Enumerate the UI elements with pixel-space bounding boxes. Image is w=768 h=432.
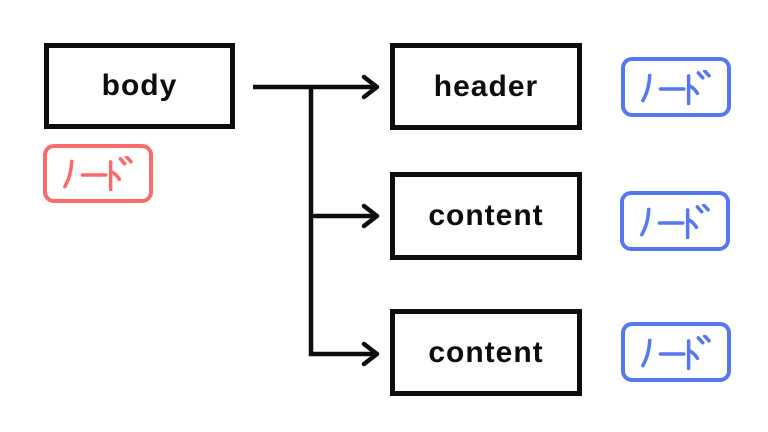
arrowhead-header-icon — [361, 74, 380, 100]
node-badge-kana — [641, 69, 711, 105]
node-label-content-1: content — [428, 199, 544, 232]
node-badge-body: ノード — [43, 144, 153, 203]
node-box-content-1: content — [390, 172, 582, 260]
node-badge-kana — [640, 203, 710, 239]
node-badge-kana — [641, 334, 711, 370]
node-badge-content-1: ノード — [620, 191, 730, 251]
node-box-header: header — [390, 43, 582, 130]
node-box-body: body — [44, 43, 235, 129]
node-badge-kana — [63, 156, 133, 191]
node-label-body: body — [101, 69, 178, 102]
node-label-content-2: content — [428, 335, 544, 369]
node-label-header: header — [433, 69, 539, 103]
node-badge-content-2: ノード — [621, 322, 731, 382]
node-badge-header: ノード — [621, 57, 731, 117]
node-box-content-2: content — [390, 309, 582, 396]
edge-trunk-and-content2-line — [308, 87, 377, 357]
arrowhead-content1-icon — [361, 203, 380, 229]
arrowhead-content2-icon — [361, 341, 380, 367]
